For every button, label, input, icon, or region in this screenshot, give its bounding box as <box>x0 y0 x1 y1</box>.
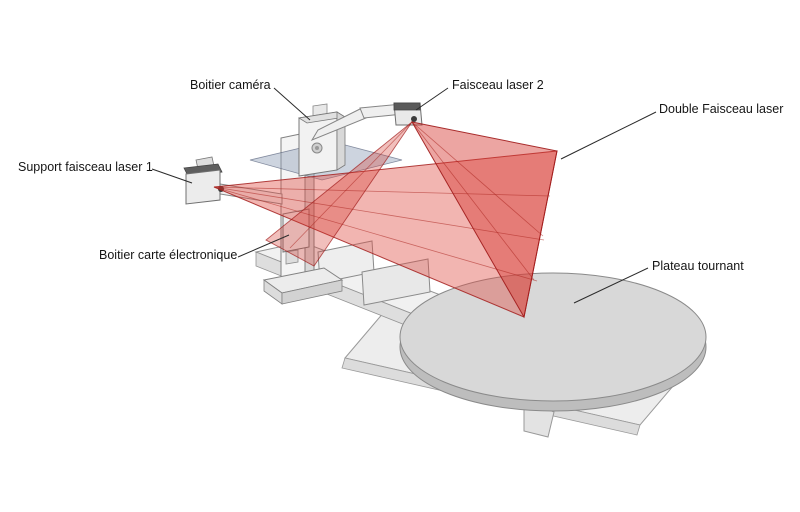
label-plateau-tournant: Plateau tournant <box>652 259 744 273</box>
leader-faisceau-laser-2 <box>415 87 449 111</box>
electronics-box <box>282 208 310 265</box>
leader-carte-electronique <box>237 234 290 258</box>
camera-housing <box>297 103 347 177</box>
laser2-arm <box>310 103 404 142</box>
leader-lines <box>151 87 657 304</box>
leader-support-laser-1 <box>151 168 193 184</box>
label-boitier-carte-electronique: Boitier carte électronique <box>99 248 238 262</box>
turntable-top <box>399 272 707 402</box>
label-support-faisceau-laser-1: Support faisceau laser 1 <box>18 160 153 174</box>
beam-rays <box>213 121 551 282</box>
laser2-beam-cross <box>265 121 413 267</box>
laser2-aperture-icon <box>411 116 417 122</box>
laser-module-2 <box>393 102 423 126</box>
turntable <box>399 272 707 412</box>
label-boitier-camera: Boitier caméra <box>190 78 271 92</box>
label-faisceau-laser-2: Faisceau laser 2 <box>452 78 544 92</box>
label-double-faisceau-laser: Double Faisceau laser <box>659 102 784 116</box>
leader-plateau-tournant <box>573 267 649 304</box>
laser-beams <box>213 121 558 319</box>
leader-boitier-camera <box>273 87 311 121</box>
leader-double-faisceau <box>560 111 657 160</box>
laser-module-1 <box>183 156 283 205</box>
